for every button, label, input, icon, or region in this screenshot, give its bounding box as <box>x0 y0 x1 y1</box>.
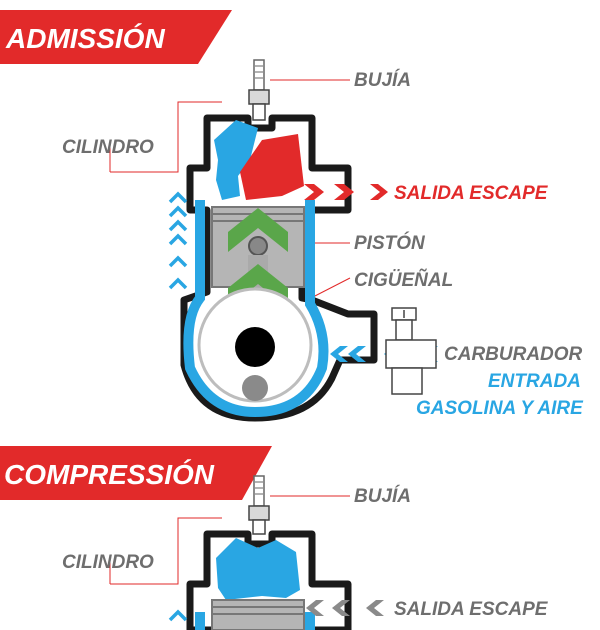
exhaust-gas <box>240 134 304 200</box>
exhaust-arrows <box>304 184 388 200</box>
piston-up-arrows <box>228 208 288 308</box>
label-salida-escape-2: SALIDA ESCAPE <box>394 599 549 620</box>
label-cilindro: CILINDRO <box>62 137 154 158</box>
spark-plug-icon <box>248 59 270 121</box>
label-carburador: CARBURADOR <box>444 344 583 365</box>
coolant-arrows-left <box>168 191 188 290</box>
coolant-arrows-left-2 <box>168 609 188 622</box>
compression-title: COMPRESSIÓN <box>4 459 215 490</box>
fresh-charge <box>214 120 258 200</box>
spark-plug-icon <box>248 475 270 535</box>
label-bujia: BUJÍA <box>354 69 411 91</box>
admission-title: ADMISSIÓN <box>5 23 165 54</box>
section-compression: COMPRESSIÓN <box>0 446 549 630</box>
exhaust-arrows-closed <box>306 600 384 616</box>
label-gasolina-aire: GASOLINA Y AIRE <box>416 398 584 419</box>
label-salida-escape: SALIDA ESCAPE <box>394 183 549 204</box>
compression-banner <box>0 446 272 500</box>
cylinder-2 <box>186 530 352 630</box>
admission-banner <box>0 10 232 64</box>
label-bujia-2: BUJÍA <box>354 485 411 507</box>
section-admission: ADMISSIÓN <box>0 10 584 422</box>
label-ciguenal: CIGÜEÑAL <box>354 269 453 291</box>
label-entrada: ENTRADA <box>488 371 581 392</box>
label-piston: PISTÓN <box>354 232 426 254</box>
carburetor-icon <box>385 307 437 395</box>
crankshaft-icon <box>197 287 313 403</box>
compressed-charge <box>216 538 300 600</box>
label-cilindro-2: CILINDRO <box>62 552 154 573</box>
